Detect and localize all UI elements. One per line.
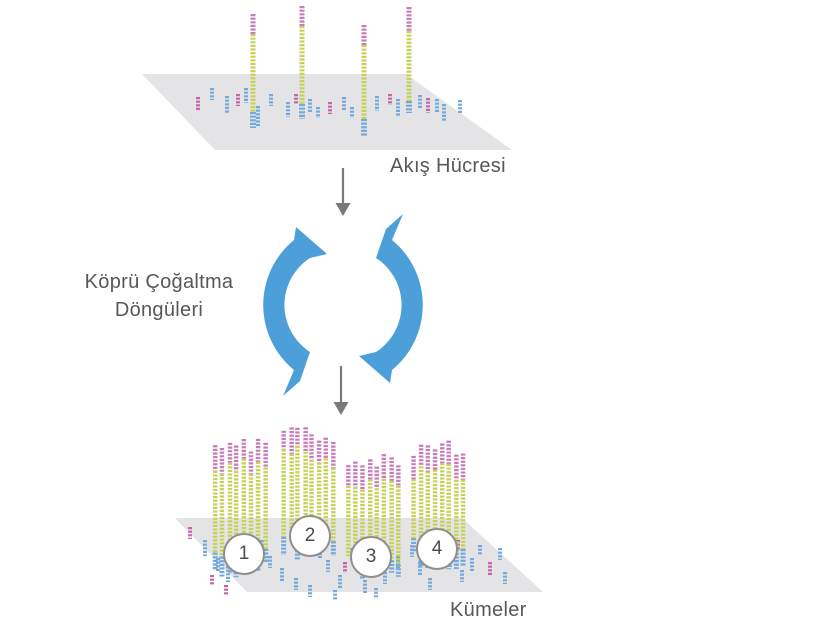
cluster-number: 4 bbox=[431, 538, 443, 559]
flow-cell-extended-strands bbox=[250, 6, 412, 136]
cluster-badge-4: 4 bbox=[416, 528, 458, 570]
flow-cell-surface bbox=[142, 74, 512, 150]
bridge-label-line1: Köprü Çoğaltma bbox=[84, 271, 234, 293]
down-arrow-2 bbox=[333, 366, 349, 415]
clusters-label: Kümeler bbox=[450, 599, 527, 621]
cluster-strands-3 bbox=[346, 454, 401, 580]
down-arrow-1 bbox=[335, 168, 351, 216]
cluster-badge-1: 1 bbox=[223, 533, 265, 575]
cluster-number: 3 bbox=[365, 546, 377, 567]
cluster-badge-3: 3 bbox=[350, 536, 392, 578]
flow-cell-dna-fragments bbox=[196, 88, 462, 126]
cluster-badge-2: 2 bbox=[289, 515, 331, 557]
flow-cell-label: Akış Hücresi bbox=[390, 155, 506, 177]
cluster-number: 2 bbox=[304, 525, 316, 546]
bridge-label-line2: Döngüleri bbox=[114, 299, 204, 321]
bridge-amplification-label: Köprü Çoğaltma Döngüleri bbox=[52, 268, 266, 324]
cycle-arrows-icon bbox=[263, 214, 423, 396]
cluster-number: 1 bbox=[238, 543, 250, 564]
